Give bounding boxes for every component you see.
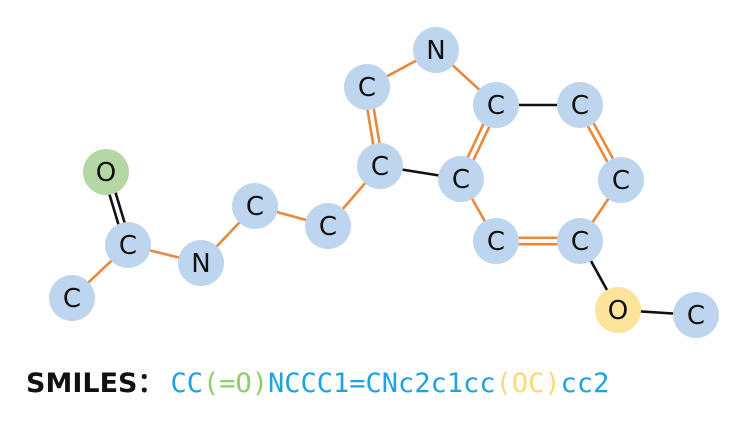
- atom-label-o_ether: O: [608, 296, 628, 326]
- atom-n1: N: [413, 27, 459, 73]
- atom-label-o_acyl: O: [96, 158, 116, 188]
- atom-label-n1: N: [426, 36, 445, 66]
- atom-label-c5: C: [571, 227, 589, 257]
- molecule-diagram: C C O N C C C C N C C C C C C O C: [49, 27, 719, 338]
- atom-node-c5: [557, 218, 603, 264]
- atom-label-c_ch2a: C: [246, 192, 264, 222]
- atom-c_me2: C: [673, 292, 719, 338]
- atom-node-n_amide: [178, 240, 224, 286]
- atom-label-c3: C: [371, 152, 389, 182]
- atom-node-o_acyl: [83, 149, 129, 195]
- atom-c_ch2a: C: [232, 183, 278, 229]
- atom-node-c_ch2b: [305, 203, 351, 249]
- atom-label-c_me2: C: [687, 301, 705, 331]
- atom-c3: C: [357, 143, 403, 189]
- atom-node-c4: [473, 218, 519, 264]
- atom-node-c3a: [438, 156, 484, 202]
- atom-c_me1: C: [49, 275, 95, 321]
- atom-c3a: C: [438, 156, 484, 202]
- atom-node-c3: [357, 143, 403, 189]
- atom-node-c2: [344, 64, 390, 110]
- atom-o_acyl: O: [83, 149, 129, 195]
- smiles-token: CC: [170, 368, 203, 399]
- atom-label-c7: C: [571, 91, 589, 121]
- smiles-label: SMILES：: [26, 368, 165, 399]
- atom-label-c3a: C: [452, 165, 470, 195]
- atom-label-n_amide: N: [191, 249, 210, 279]
- atom-c6: C: [598, 157, 644, 203]
- smiles-line: SMILES：CC(=O)NCCC1=CNc2c1cc(OC)cc2: [26, 362, 609, 406]
- atom-node-c_ch2a: [232, 183, 278, 229]
- atom-label-c_me1: C: [63, 284, 81, 314]
- atom-c7: C: [557, 82, 603, 128]
- atom-label-c4: C: [487, 227, 505, 257]
- atom-label-c_ch2b: C: [319, 212, 337, 242]
- atom-node-c_me1: [49, 275, 95, 321]
- atom-c_ch2b: C: [305, 203, 351, 249]
- atom-n_amide: N: [178, 240, 224, 286]
- smiles-token: (OC): [495, 368, 561, 399]
- atom-label-c6: C: [612, 166, 630, 196]
- atom-node-c7a: [473, 82, 519, 128]
- atom-c4: C: [473, 218, 519, 264]
- atom-node-c7: [557, 82, 603, 128]
- atom-c2: C: [344, 64, 390, 110]
- atom-label-c7a: C: [487, 91, 505, 121]
- atom-o_ether: O: [595, 287, 641, 333]
- atom-c5: C: [557, 218, 603, 264]
- atom-node-o_ether: [595, 287, 641, 333]
- atom-label-c_acyl: C: [119, 231, 137, 261]
- atom-node-c_me2: [673, 292, 719, 338]
- smiles-token: (=O): [202, 368, 269, 399]
- atom-c_acyl: C: [105, 222, 151, 268]
- atom-node-n1: [413, 27, 459, 73]
- atom-label-c2: C: [358, 73, 376, 103]
- smiles-token: NCCC1=CNc2c1cc: [268, 368, 496, 399]
- smiles-value: CC(=O)NCCC1=CNc2c1cc(OC)cc2: [170, 368, 609, 399]
- atoms-layer: C C O N C C C C N C C C C C C O C: [49, 27, 719, 338]
- atom-node-c_acyl: [105, 222, 151, 268]
- smiles-token: cc2: [560, 368, 610, 399]
- atom-node-c6: [598, 157, 644, 203]
- atom-c7a: C: [473, 82, 519, 128]
